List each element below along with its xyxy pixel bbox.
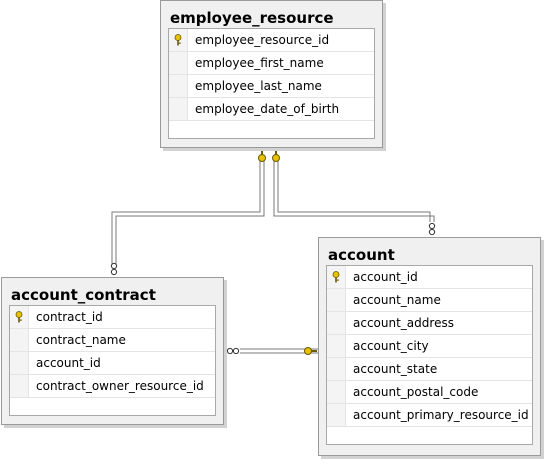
column-row[interactable]: account_city [327, 335, 532, 358]
column-row[interactable]: employee_resource_id [169, 29, 374, 52]
column-row[interactable]: employee_last_name [169, 75, 374, 98]
rel-account-to-employee[interactable] [273, 160, 435, 222]
primary-key-icon [332, 271, 340, 283]
column-list-filler [10, 398, 215, 415]
column-name: account_state [353, 362, 438, 376]
column-name: contract_name [36, 333, 126, 347]
column-row[interactable]: contract_name [10, 329, 215, 352]
table-title: account_contract [11, 286, 156, 304]
table-title: employee_resource [170, 9, 334, 27]
table-account[interactable]: account account_id account_name account_… [318, 237, 541, 456]
column-row[interactable]: employee_first_name [169, 52, 374, 75]
column-row[interactable]: account_name [327, 289, 532, 312]
column-name: account_id [353, 270, 418, 284]
column-row[interactable]: contract_owner_resource_id [10, 375, 215, 398]
row-selector[interactable] [10, 329, 29, 351]
column-list: contract_id contract_name account_id con… [9, 305, 216, 416]
row-selector[interactable] [169, 52, 188, 74]
column-name: account_city [353, 339, 429, 353]
one-end-key-icon [304, 347, 317, 355]
column-name: employee_date_of_birth [195, 102, 340, 116]
column-name: account_address [353, 316, 454, 330]
column-name: account_id [36, 356, 101, 370]
column-list: employee_resource_id employee_first_name… [168, 28, 375, 139]
many-end-icon [110, 262, 118, 276]
column-row[interactable]: account_postal_code [327, 381, 532, 404]
row-selector[interactable] [10, 352, 29, 374]
row-selector[interactable] [327, 358, 346, 380]
column-row[interactable]: account_state [327, 358, 532, 381]
column-name: account_postal_code [353, 385, 479, 399]
column-list-filler [169, 121, 374, 138]
column-list-filler [327, 427, 532, 444]
one-end-key-icon [258, 149, 266, 162]
table-title: account [328, 246, 395, 264]
column-name: contract_id [36, 310, 103, 324]
rel-contract-to-employee[interactable] [111, 160, 265, 264]
column-row[interactable]: account_address [327, 312, 532, 335]
column-row[interactable]: account_id [327, 266, 532, 289]
row-selector[interactable] [169, 75, 188, 97]
column-name: employee_last_name [195, 79, 322, 93]
column-name: account_primary_resource_id [353, 408, 529, 422]
many-end-icon [226, 347, 240, 355]
primary-key-icon [15, 311, 23, 323]
column-name: employee_resource_id [195, 33, 330, 47]
table-employee-resource[interactable]: employee_resource employee_resource_id e… [160, 0, 383, 148]
primary-key-icon [174, 34, 182, 46]
row-selector[interactable] [327, 312, 346, 334]
column-list: account_id account_name account_address … [326, 265, 533, 445]
row-selector[interactable] [10, 375, 29, 397]
column-row[interactable]: employee_date_of_birth [169, 98, 374, 121]
many-end-icon [428, 222, 436, 236]
column-name: account_name [353, 293, 441, 307]
table-account-contract[interactable]: account_contract contract_id contract_na… [1, 277, 224, 425]
column-row[interactable]: account_id [10, 352, 215, 375]
column-row[interactable]: account_primary_resource_id [327, 404, 532, 427]
row-selector[interactable] [327, 404, 346, 426]
row-selector[interactable] [327, 335, 346, 357]
column-row[interactable]: contract_id [10, 306, 215, 329]
row-selector[interactable] [327, 289, 346, 311]
column-name: employee_first_name [195, 56, 324, 70]
row-selector[interactable] [169, 98, 188, 120]
row-selector[interactable] [327, 381, 346, 403]
column-name: contract_owner_resource_id [36, 379, 204, 393]
one-end-key-icon [272, 149, 280, 162]
